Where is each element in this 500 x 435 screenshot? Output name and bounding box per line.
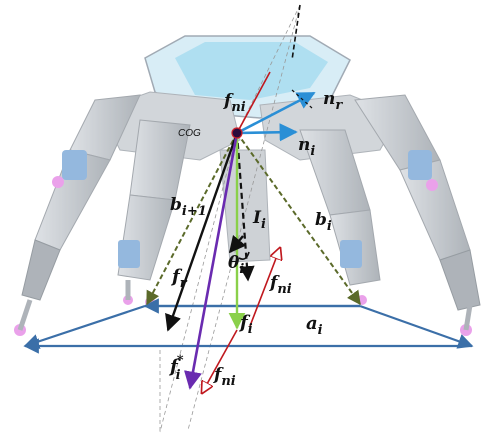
theta-arc [238,251,250,260]
label-theta-i: θi [228,253,244,277]
label-I-i: Ii [252,208,266,232]
vector-I-i [235,132,255,282]
label-b-i-plus-1: bi+1 [170,195,207,219]
label-cog: COG [178,128,201,139]
vector-f-ni-top [236,71,271,134]
vector-f-ni-right [249,248,280,327]
force-vectors [146,4,361,393]
theta-arrow [228,234,247,254]
vector-n-i [236,123,298,142]
robot-leg-left-outer [14,94,141,336]
vector-f-i-star [184,132,239,390]
label-b-i: bi [315,210,332,234]
vector-f-r [165,132,239,332]
vector-n-r [236,91,316,135]
robot-foot [426,179,438,191]
label-n-r: nr [323,89,343,113]
robot-hub-glass [175,42,328,100]
vector-b-i-plus-1 [146,132,238,306]
robot-foot [52,176,64,188]
label-f-i-star: f*i [168,353,184,383]
base-support-polygon [23,298,474,354]
helper-dashed-top [291,4,301,61]
label-a-i: ai [306,313,323,338]
label-f-ni-right: fni [269,273,292,297]
labels: COG fni nr ni bi+1 bi Ii θi fr fni fi ai… [168,89,343,389]
helper-dashed-top-2 [291,89,313,109]
hexapod-robot-illustration [14,35,481,336]
label-f-r: fr [170,266,188,291]
vector-f-ni-bottom [202,329,238,393]
robot-leg-left-inner [117,119,191,305]
label-f-ni-bottom: fni [213,365,236,389]
robot-leg-right-outer [354,94,481,336]
robot-leg-right-inner [299,129,381,305]
cog-point [231,127,243,139]
vector-b-i [236,132,361,306]
label-f-ni-top: fni [223,91,246,115]
base-edge-left [23,304,146,349]
label-n-i: ni [298,135,315,159]
label-f-i: fi [238,312,253,337]
base-edge-right [359,304,474,349]
